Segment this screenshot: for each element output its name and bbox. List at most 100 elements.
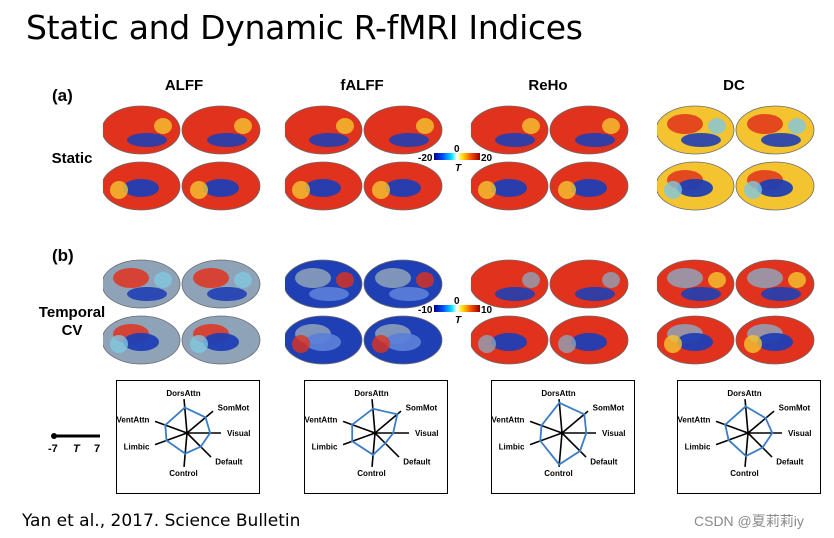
colorbar-temporal: -10 0 10 T	[418, 296, 493, 326]
radar-axis-label: Default	[590, 457, 617, 466]
brain-view-medial	[103, 161, 181, 211]
colorbar-static-mid: 0	[454, 144, 460, 155]
brain-view-lateral	[471, 105, 549, 155]
radar-spoke	[371, 432, 376, 467]
colorbar-static: -20 0 20 T	[418, 144, 493, 174]
radar-spoke	[154, 432, 188, 446]
radar-point	[350, 440, 354, 443]
radar-series-polygon	[724, 405, 774, 458]
row-label-temporal: Temporal	[38, 304, 106, 321]
brain-map-reho-temporal-cv	[471, 259, 629, 365]
radar-spoke	[558, 399, 563, 434]
brain-view-lateral	[549, 105, 629, 155]
radar-spoke	[186, 410, 214, 434]
radar-chart-reho: DorsAttnSomMotVisualDefaultControlLimbic…	[492, 389, 626, 478]
brain-view-lateral	[363, 259, 443, 309]
radar-point	[727, 438, 730, 442]
brain-view-lateral	[103, 105, 181, 155]
brain-view-lateral	[181, 259, 261, 309]
radar-spoke	[747, 410, 775, 434]
colorbar-temporal-min: -10	[418, 305, 433, 316]
radar-point	[392, 431, 395, 435]
radar-point	[764, 416, 767, 420]
radar-axis-label: Default	[776, 457, 803, 466]
radar-series-polygon	[164, 406, 212, 455]
radar-point	[558, 401, 561, 404]
brain-view-medial	[471, 161, 549, 211]
radar-point	[539, 439, 542, 443]
radar-axis-label: VentAttn	[117, 415, 150, 424]
column-header-dc: DC	[723, 77, 745, 94]
radar-spoke	[183, 432, 188, 467]
colorbar-static-gradient	[434, 153, 480, 160]
colorbar-temporal-gradient	[434, 305, 480, 312]
radar-axis-label: SomMot	[593, 403, 625, 412]
radar-spoke	[154, 420, 188, 434]
panel-label-b: (b)	[52, 246, 74, 265]
radar-axis-label: DorsAttn	[354, 389, 388, 398]
radar-spoke	[744, 399, 749, 434]
radar-axis-label: Default	[215, 457, 242, 466]
row-label-static: Static	[51, 150, 93, 167]
brain-view-medial	[181, 315, 261, 365]
brain-map-falff-static	[285, 105, 443, 211]
radar-point	[184, 452, 187, 455]
brain-view-medial	[103, 315, 181, 365]
radar-spoke	[342, 432, 376, 446]
radar-point	[585, 431, 588, 435]
radar-point	[744, 405, 747, 408]
radar-spoke	[715, 420, 749, 434]
radar-point	[583, 413, 586, 416]
row-label-temporal-cv: Temporal CV	[32, 304, 112, 340]
citation: Yan et al., 2017. Science Bulletin	[22, 511, 301, 531]
brain-view-lateral	[549, 259, 629, 309]
brain-view-lateral	[471, 259, 549, 309]
radar-axis-label: Visual	[602, 429, 625, 438]
column-header-reho: ReHo	[528, 77, 568, 94]
radar-scale-legend: -7 T 7	[48, 433, 100, 455]
slide-title: Static and Dynamic R-fMRI Indices	[26, 8, 583, 47]
colorbar-temporal-unit: T	[455, 315, 462, 326]
brain-view-medial	[549, 315, 629, 365]
brain-view-medial	[363, 315, 443, 365]
brain-view-lateral	[363, 105, 443, 155]
radar-point	[384, 442, 387, 445]
brain-map-alff-static	[103, 105, 261, 211]
colorbar-static-max: 20	[481, 153, 493, 164]
radar-spoke	[529, 432, 563, 446]
radar-axis-label: Control	[544, 469, 572, 478]
brain-map-reho-static	[471, 105, 629, 211]
brain-view-lateral	[657, 259, 735, 309]
radar-axis-label: DorsAttn	[541, 389, 575, 398]
radar-spoke	[744, 432, 749, 467]
radar-point	[578, 449, 582, 453]
brain-view-lateral	[735, 259, 815, 309]
brain-view-medial	[735, 315, 815, 365]
radar-axis-label: DorsAttn	[166, 389, 200, 398]
radar-series-polygon	[351, 407, 399, 456]
radar-spoke	[529, 420, 563, 434]
column-header-falff: fALFF	[340, 77, 384, 94]
radar-point	[164, 423, 167, 427]
radar-spoke	[342, 420, 376, 434]
brain-view-lateral	[735, 105, 815, 155]
colorbar-static-min: -20	[418, 153, 433, 164]
brain-view-lateral	[285, 105, 363, 155]
radar-chart-dc: DorsAttnSomMotVisualDefaultControlLimbic…	[678, 389, 812, 478]
radar-point	[761, 446, 764, 449]
radar-point	[540, 424, 543, 427]
radar-point	[771, 431, 774, 435]
radar-axis-label: Control	[730, 469, 758, 478]
brain-view-lateral	[657, 105, 735, 155]
radar-axis-label: Limbic	[685, 443, 711, 452]
radar-axis-label: Visual	[227, 429, 250, 438]
brain-view-medial	[285, 161, 363, 211]
radar-point	[208, 431, 212, 435]
radar-point	[371, 453, 375, 456]
watermark: CSDN @夏莉莉iy	[694, 513, 804, 529]
radar-point	[744, 454, 748, 458]
brain-view-medial	[471, 315, 549, 365]
